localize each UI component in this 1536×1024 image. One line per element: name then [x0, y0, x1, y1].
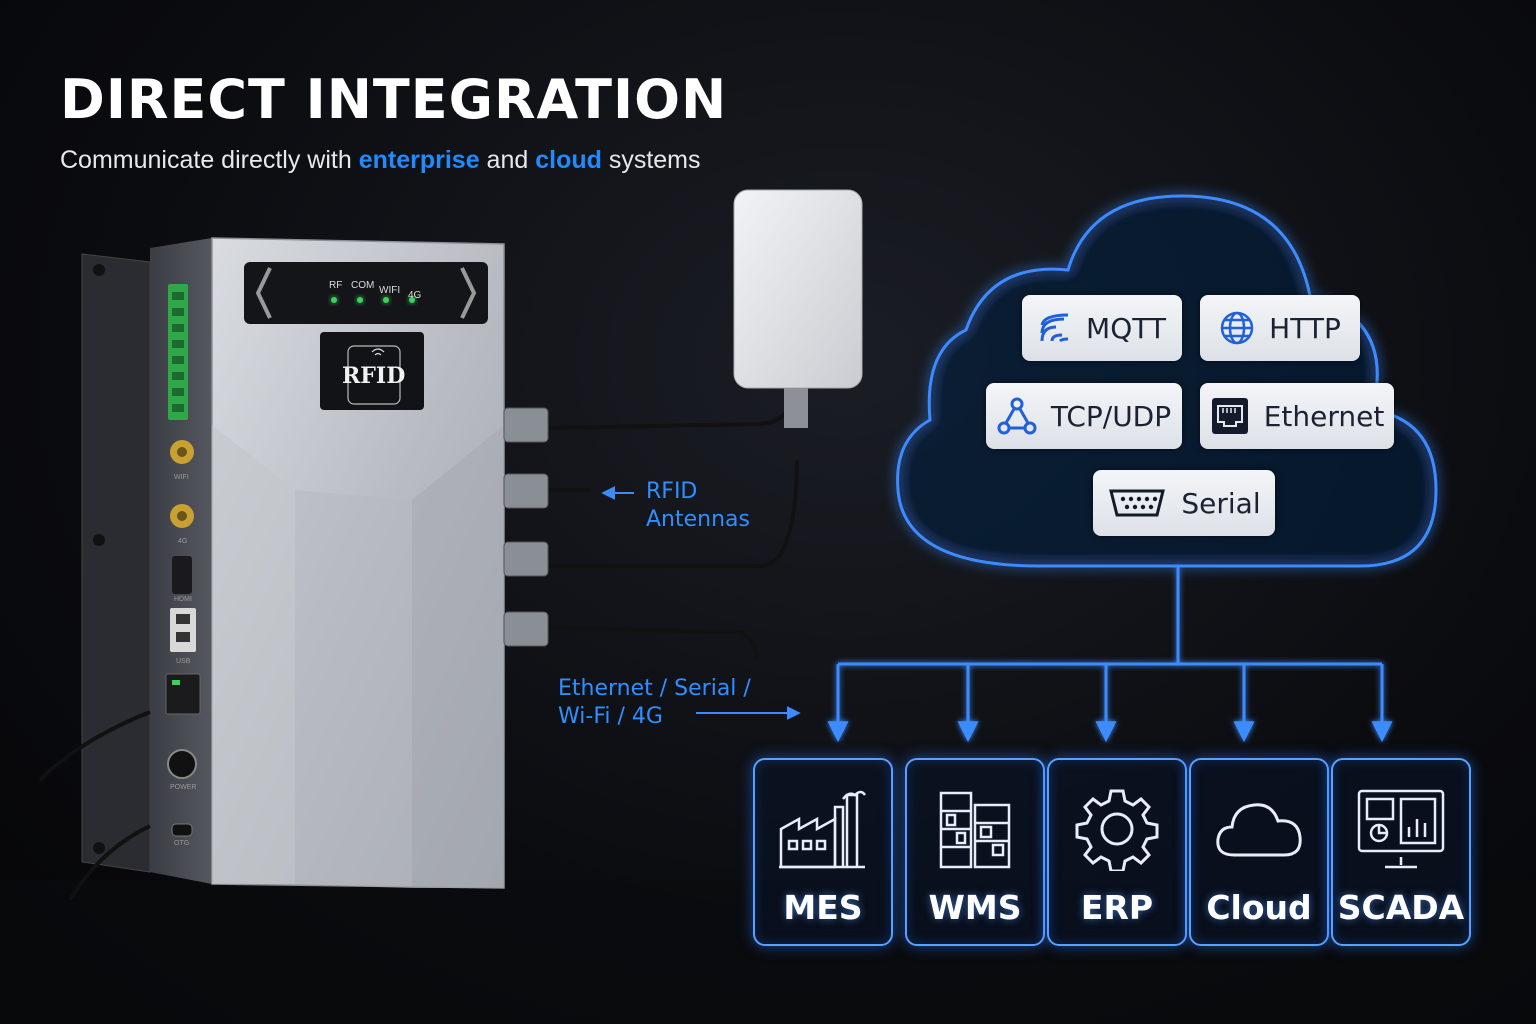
system-label-cloud: Cloud	[1206, 888, 1312, 927]
protocol-chip-serial: Serial	[1093, 470, 1275, 536]
led-label-4g: 4G	[408, 290, 422, 301]
system-box-wms[interactable]: WMS	[905, 758, 1045, 946]
system-box-cloud[interactable]: Cloud	[1189, 758, 1329, 946]
protocol-chip-http: HTTP	[1200, 295, 1360, 361]
protocol-chip-ethernet: Ethernet	[1200, 383, 1394, 449]
factory-icon	[779, 790, 867, 869]
port-label-4g: 4G	[178, 538, 188, 545]
cloud-outline	[896, 194, 1438, 568]
globe-icon	[1220, 311, 1254, 345]
port-label-wifi: WIFI	[174, 474, 189, 481]
port-label-power: POWER	[170, 784, 197, 791]
system-label-scada: SCADA	[1337, 888, 1465, 927]
mounting-plate	[81, 253, 151, 873]
system-label-erp: ERP	[1080, 888, 1154, 927]
antenna-connectors	[503, 407, 549, 647]
system-box-mes[interactable]: MES	[753, 758, 893, 946]
monitor-dashboard-icon	[1357, 789, 1445, 869]
rfid-reader-device	[211, 237, 505, 889]
system-label-mes: MES	[783, 888, 863, 927]
page-subtitle: Communicate directly with enterprise and…	[60, 146, 701, 174]
led-label-wifi: WIFI	[379, 285, 401, 296]
system-label-wms: WMS	[928, 888, 1022, 927]
network-nodes-icon	[997, 397, 1037, 435]
ethernet-port-icon	[1211, 398, 1248, 434]
protocol-chip-mqtt: MQTT	[1022, 295, 1182, 361]
port-label-usb: USB	[176, 658, 191, 665]
gear-icon	[1075, 789, 1159, 871]
warehouse-shelves-icon	[939, 791, 1011, 869]
system-box-erp[interactable]: ERP	[1047, 758, 1187, 946]
led-label-rf: RF	[329, 280, 343, 291]
connectivity-label: Ethernet / Serial /Wi-Fi / 4G	[558, 676, 751, 729]
led-label-com: COM	[351, 280, 375, 291]
page-title: DIRECT INTEGRATION	[60, 68, 728, 131]
rfid-badge: RFID	[342, 363, 406, 389]
rfid-antenna	[733, 189, 863, 428]
cloud-icon	[1216, 803, 1302, 857]
serial-port-icon	[1109, 489, 1166, 517]
port-label-hdmi: HDMI	[174, 596, 192, 603]
system-connectors	[827, 566, 1393, 743]
port-label-otg: OTG	[174, 840, 190, 847]
system-box-scada[interactable]: SCADA	[1331, 758, 1471, 946]
device-side-panel	[150, 238, 212, 884]
mqtt-icon	[1040, 313, 1069, 343]
protocol-chip-tcp-udp: TCP/UDP	[986, 383, 1182, 449]
